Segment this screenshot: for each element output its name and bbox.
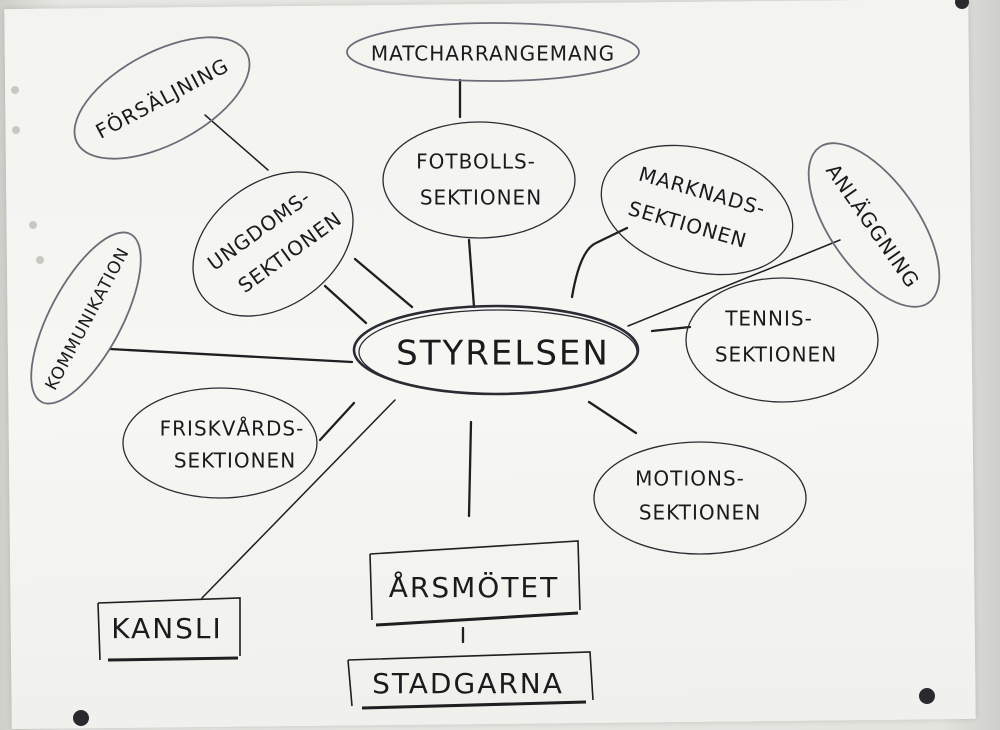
- edge-friskvards-styrelsen: [318, 401, 356, 442]
- edges: [108, 78, 841, 644]
- node-anlaggning: ANLÄGGNING: [807, 142, 941, 308]
- node-outline: [73, 36, 251, 160]
- node-label: MATCHARRANGEMANG: [371, 42, 615, 66]
- node-forsaljning: FÖRSÄLJNING: [73, 36, 251, 160]
- box-underline: [361, 700, 587, 710]
- edge-anlaggning-styrelsen: [627, 239, 841, 327]
- node-styrelsen: STYRELSEN: [352, 304, 640, 396]
- node-label-line1: TENNIS-: [724, 307, 813, 331]
- node-outline: [807, 142, 941, 308]
- node-fotbolls-sektionen: FOTBOLLS- SEKTIONEN: [382, 121, 576, 239]
- node-outline: [346, 22, 640, 82]
- edge-forsaljning-ungdoms: [204, 114, 269, 171]
- node-label: KOMMUNIKATION: [42, 244, 134, 394]
- node-outline: [685, 277, 879, 403]
- node-motions-sektionen: MOTIONS- SEKTIONEN: [593, 441, 807, 555]
- pushpin-icon: [73, 710, 89, 726]
- node-kommunikation: KOMMUNIKATION: [30, 231, 142, 405]
- node-matcharrangemang: MATCHARRANGEMANG: [346, 22, 640, 82]
- node-outline: [600, 144, 794, 276]
- node-outline: [593, 441, 807, 555]
- node-label: ANLÄGGNING: [821, 159, 924, 292]
- node-label: FÖRSÄLJNING: [92, 53, 233, 143]
- edge-tennis-styrelsen: [650, 325, 692, 333]
- node-label: STADGARNA: [372, 667, 564, 700]
- node-kansli: KANSLI: [97, 597, 241, 662]
- box-outline: [97, 597, 241, 661]
- node-label-line2: SEKTIONEN: [639, 501, 761, 525]
- edge-kommunikation-styrelsen: [108, 347, 354, 364]
- node-tennis-sektionen: TENNIS- SEKTIONEN: [685, 277, 879, 403]
- node-label: ÅRSMÖTET: [389, 570, 559, 604]
- box-underline: [375, 611, 579, 627]
- edge-ungdoms-styrelsen-b: [323, 284, 368, 325]
- node-outline: [30, 231, 142, 405]
- node-label: KANSLI: [111, 612, 223, 645]
- punch-hole: [11, 86, 19, 94]
- punch-hole: [12, 126, 20, 134]
- node-ungdoms-sektionen: UNGDOMS- SEKTIONEN: [192, 171, 354, 317]
- center-label: STYRELSEN: [396, 334, 610, 374]
- punch-hole: [29, 221, 37, 229]
- node-label-line1: FRISKVÅRDS-: [160, 417, 305, 441]
- box-underline: [107, 656, 239, 662]
- node-label-line1: MOTIONS-: [635, 467, 745, 491]
- node-label-line2: SEKTIONEN: [174, 449, 296, 473]
- node-friskvards-sektionen: FRISKVÅRDS- SEKTIONEN: [122, 387, 318, 499]
- node-outline: [382, 121, 576, 239]
- pushpin-icon: [955, 0, 969, 9]
- box-outline: [369, 540, 581, 621]
- edge-marknads-styrelsen: [570, 226, 629, 299]
- node-label-line2: SEKTIONEN: [420, 186, 542, 210]
- node-marknads-sektionen: MARKNADS- SEKTIONEN: [600, 144, 794, 276]
- center-outline-stroke: [358, 309, 638, 395]
- node-stadgarna: STADGARNA: [347, 651, 594, 710]
- edge-kansli-styrelsen: [201, 399, 396, 599]
- edge-arsmotet-styrelsen: [467, 420, 473, 518]
- edge-motions-styrelsen: [587, 400, 638, 435]
- node-arsmotet: ÅRSMÖTET: [369, 540, 581, 627]
- pushpin-icon: [919, 688, 935, 704]
- edge-ungdoms-styrelsen-a: [353, 257, 414, 309]
- punch-hole: [36, 256, 44, 264]
- node-label-line2: SEKTIONEN: [715, 343, 837, 367]
- node-outline: [122, 387, 318, 499]
- box-outline: [347, 651, 594, 707]
- node-label-line1: FOTBOLLS-: [416, 150, 536, 174]
- edge-fotbolls-styrelsen: [467, 238, 476, 309]
- node-outline: [192, 171, 354, 317]
